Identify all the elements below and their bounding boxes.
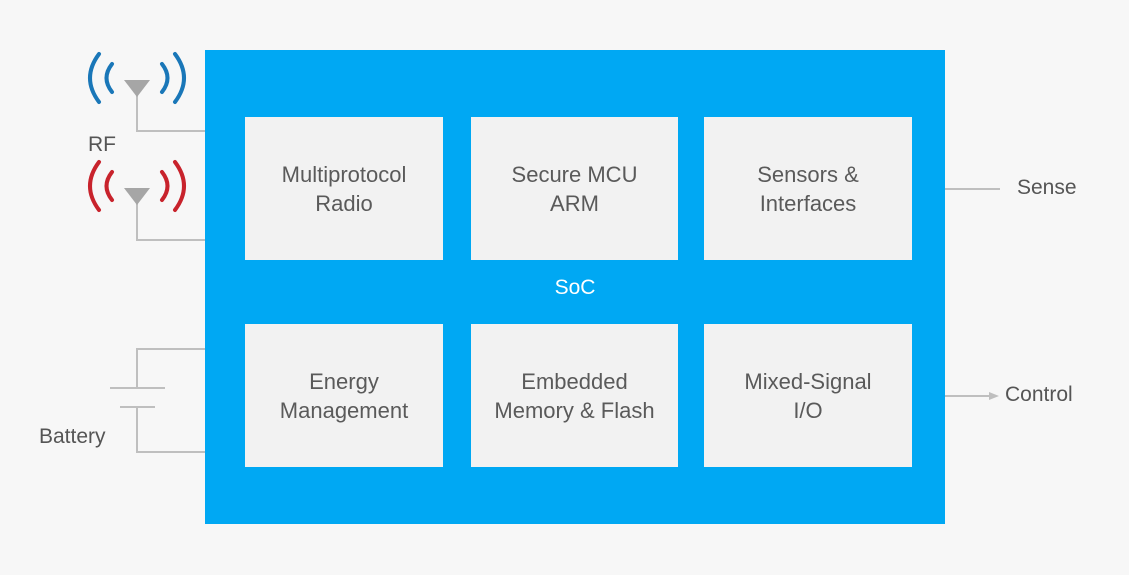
multiprotocol-radio-block: Multiprotocol Radio: [245, 117, 443, 260]
soc-label: SoC: [554, 276, 596, 299]
rf-label: RF: [88, 133, 116, 156]
embedded-memory-block: Embedded Memory & Flash: [471, 324, 678, 467]
energy-management-block: Energy Management: [245, 324, 443, 467]
antenna-top-icon: [88, 52, 186, 104]
mixed-signal-io-block: Mixed-Signal I/O: [704, 324, 912, 467]
sense-label: Sense: [1017, 176, 1077, 199]
control-arrowhead: [989, 392, 999, 400]
antenna-bottom-icon: [88, 160, 186, 212]
secure-mcu-block: Secure MCU ARM: [471, 117, 678, 260]
control-label: Control: [1005, 383, 1073, 406]
sensors-interfaces-block: Sensors & Interfaces: [704, 117, 912, 260]
battery-label: Battery: [39, 425, 106, 448]
